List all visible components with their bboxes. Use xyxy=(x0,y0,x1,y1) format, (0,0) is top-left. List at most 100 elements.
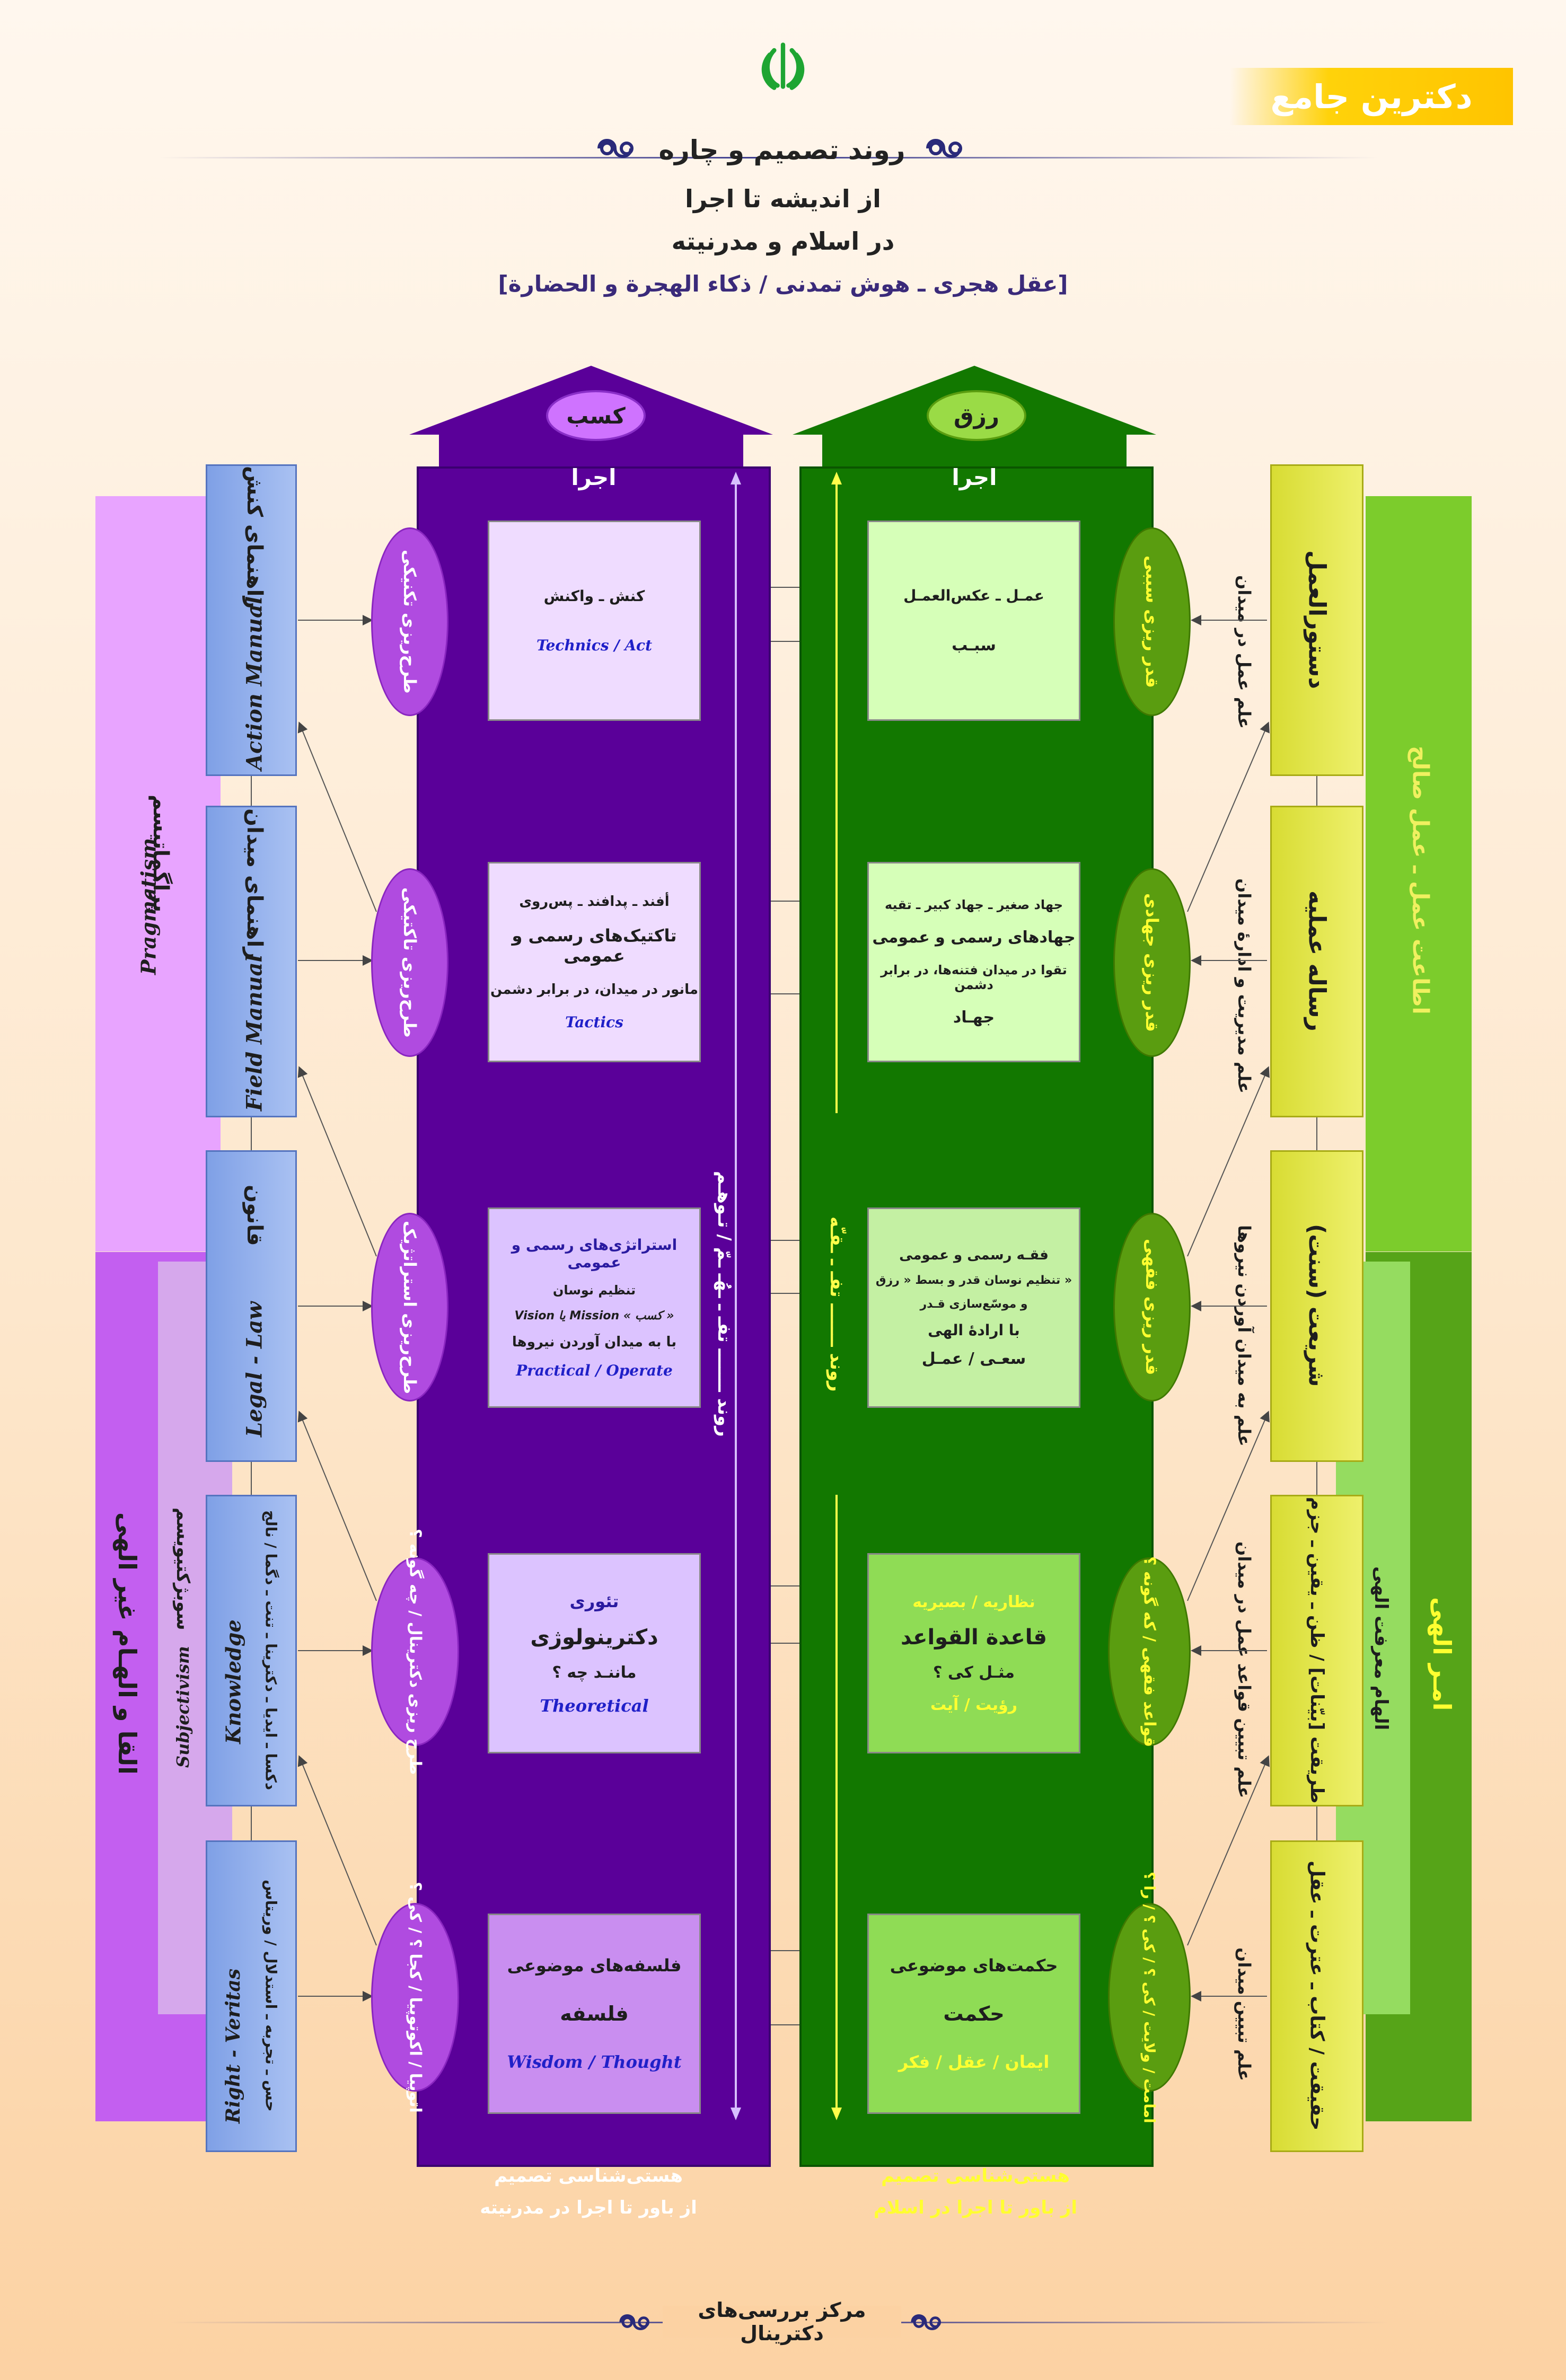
page-title: روند تصمیم و چاره xyxy=(658,135,905,165)
box-text: سبـب xyxy=(952,636,996,655)
box-text: حکمت‌های موضوعی xyxy=(890,1955,1058,1976)
left-panel-pragmatism xyxy=(95,496,221,1251)
box-en: Technics / Act xyxy=(536,637,653,654)
box-text: قاعدة القواعد xyxy=(901,1625,1047,1650)
left-roof-badge: کسب xyxy=(546,390,646,441)
box-text: با ارادۀ الهی xyxy=(928,1321,1020,1339)
box-text: جهادهای رسمی و عمومی xyxy=(872,928,1076,947)
right-exec-label: اجرا xyxy=(952,464,997,490)
subtitle-3: [عقل هجری ـ هوش تمدنی / ذکاء الهجرة و ال… xyxy=(498,270,1068,297)
right-bar-fa: دستورالعمل xyxy=(1303,550,1331,689)
box-text: جهاد صغیر ـ جهاد کبیر ـ تقیه xyxy=(884,897,1063,912)
title-rule xyxy=(159,157,1378,158)
right-box-jihad: جهاد صغیر ـ جهاد کبیر ـ تقیه جهادهای رسم… xyxy=(867,862,1080,1062)
left-roof-label: کسب xyxy=(566,402,626,429)
left-bar-field-manual: راهنمای میدان Field Manual xyxy=(206,806,297,1117)
left-ellipse-strategic: طرح‌ریزی استراتژیک xyxy=(371,1213,448,1401)
left-ellipse-utopia: اتوپیا / اکوتوپیا / کجا ؟ / کی ؟ xyxy=(371,1882,459,2113)
right-bar-shariat: شریعت (سنت) xyxy=(1270,1150,1363,1462)
right-bar-fa: طریقت [بیّنات] / ظن ـ یقین ـ جزم xyxy=(1306,1496,1327,1804)
left-bar-fa: حس ـ تجربه ـ استدلال / وریتاس xyxy=(262,1880,280,2112)
ornament-left-icon xyxy=(597,139,634,158)
box-text: و موسّع‌سازی قـدر xyxy=(920,1298,1028,1311)
left-bar-fa: راهنمای کنش xyxy=(242,466,267,609)
right-caption: علم به میدان آوردن نیروها xyxy=(1234,1225,1254,1447)
box-text: Vision یا Mission « کسب » xyxy=(514,1309,674,1323)
left-bar-fa: دکسا ـ ایدیا ـ دکترینا ـ تنت ـ دگما / نا… xyxy=(262,1510,280,1791)
left-bar-legal-law: قانون Legal - Law xyxy=(206,1150,297,1462)
box-text: تنظیم نوسان xyxy=(552,1283,636,1298)
left-box-philosophy: فلسفه‌های موضوعی فلسفه Wisdom / Thought xyxy=(488,1914,701,2114)
left-ellipse-doctrinal: طرح ریزی دکترینال / چه گونه ؟ xyxy=(371,1529,459,1775)
left-bar-action-manual: راهنمای کنش Action Manual xyxy=(206,464,297,776)
box-text: دکترینولوژی xyxy=(530,1625,658,1650)
box-text: تقوا در میدان فتنه‌ها، در برابر دشمن xyxy=(881,963,1067,992)
left-top-label: پراگماتیسم xyxy=(121,726,200,981)
right-bar-haqiqat: حقیقت / کتاب ـ عترت ـ عقل xyxy=(1270,1840,1363,2152)
brand-label: دکترین جامع xyxy=(1270,77,1473,116)
box-en: Wisdom / Thought xyxy=(507,2052,682,2072)
box-text: تنظیم نوسان قدر و بسط « رزق » xyxy=(875,1274,1072,1287)
right-arrow-label: روند ـــــــ تفـ ـ ـقـّه xyxy=(826,1113,847,1495)
footer-ornament-left-icon xyxy=(619,2314,649,2330)
left-box-technics: کنش ـ واکنش Technics / Act xyxy=(488,521,701,721)
left-arrow-label: روند ـــــــ تفـ ـ ـهُـ ـمّ / تـوهـم xyxy=(714,1113,735,1495)
footer-ornament-right-icon xyxy=(911,2314,941,2330)
right-box-fiqh: فقـه رسمی و عمومی تنظیم نوسان قدر و بسط … xyxy=(867,1207,1080,1408)
right-bar-dastoor: دستورالعمل xyxy=(1270,464,1363,776)
box-text: عمـل ـ عکس‌العمـل xyxy=(903,587,1044,604)
box-text: ایمان / عقل / فکر xyxy=(898,2052,1050,2072)
box-text: فقـه رسمی و عمومی xyxy=(899,1247,1049,1263)
left-bar-knowledge: دکسا ـ ایدیا ـ دکترینا ـ تنت ـ دگما / نا… xyxy=(206,1495,297,1806)
right-caption: علم تبیین میدان xyxy=(1234,1947,1254,2081)
brand-banner: دکترین جامع xyxy=(1230,68,1513,125)
box-text: فلسفه‌های موضوعی xyxy=(507,1955,682,1976)
box-text: نظاریه / بصیریه xyxy=(912,1592,1035,1611)
right-box-hikmat: حکمت‌های موضوعی حکمت ایمان / عقل / فکر xyxy=(867,1914,1080,2114)
box-text: استراتژی‌های رسمی و عمومی xyxy=(511,1236,678,1271)
right-bar-tariqat: طریقت [بیّنات] / ظن ـ یقین ـ جزم xyxy=(1270,1495,1363,1806)
left-box-tactics: أفند ـ پدافند ـ پس‌روی تاکتیک‌های رسمی و… xyxy=(488,862,701,1062)
left-ellipse-tactical: طرح‌ریزی تاکتیکی xyxy=(371,868,448,1057)
right-roof-badge: رزق xyxy=(927,390,1026,441)
left-bar-veritas: حس ـ تجربه ـ استدلال / وریتاس Right - Ve… xyxy=(206,1840,297,2152)
right-caption: علم عمل در میدان xyxy=(1234,575,1254,729)
left-box-strategy: استراتژی‌های رسمی و عمومی تنظیم نوسان Vi… xyxy=(488,1207,701,1408)
right-mid-label: الهام معرفت الهی xyxy=(1370,1566,1392,1731)
right-bar-fa: شریعت (سنت) xyxy=(1304,1224,1330,1387)
right-footer: هستی‌شناسی تصمیم از باور تا اجرا در اسلا… xyxy=(811,2152,1140,2232)
left-bottom-label: القا و الهـام غیر الهی xyxy=(113,1512,142,1775)
subjectivism-fa-label: سوبژکتیویسم xyxy=(172,1508,193,1630)
box-en: Tactics xyxy=(565,1013,623,1031)
right-footer-line2: از باور تا اجرا در اسلام xyxy=(874,2197,1077,2218)
box-text: فلسفه xyxy=(560,2002,629,2025)
box-text: با به میدان آوردن نیروها xyxy=(512,1334,677,1350)
iran-emblem-icon xyxy=(761,42,805,90)
right-ellipse-sababi: قدر ریزی سببی xyxy=(1113,527,1191,716)
subtitle-1: از اندیشه تا اجرا xyxy=(685,184,881,213)
box-text: رؤیت / آیت xyxy=(930,1695,1018,1714)
right-ellipse-jihadi: قدر ریزی جهادی xyxy=(1113,868,1191,1057)
box-text: سعـی / عمـل xyxy=(921,1350,1026,1368)
box-text: حکمت xyxy=(943,2002,1005,2025)
left-footer-line2: از باور تا اجرا در مدرنیته xyxy=(480,2197,697,2218)
left-box-theory: تئوری دکترینولوژی ماننـد چه ؟ Theoretica… xyxy=(488,1553,701,1753)
right-top-label: اطاعت عمل ـ عمل صالح xyxy=(1407,745,1434,1015)
box-text: أفند ـ پدافند ـ پس‌روی xyxy=(519,893,670,910)
left-footer: هستی‌شناسی تصمیم از باور تا اجرا در مدرن… xyxy=(424,2152,753,2232)
left-exec-label: اجرا xyxy=(571,464,617,490)
right-roof-label: رزق xyxy=(954,402,999,429)
box-text: مثـل کی ؟ xyxy=(933,1663,1015,1682)
box-en: Theoretical xyxy=(540,1695,649,1716)
left-bar-fa: راهنمای میدان xyxy=(242,808,267,960)
box-text: جهـاد xyxy=(953,1008,995,1027)
right-box-sabab: عمـل ـ عکس‌العمـل سبـب xyxy=(867,521,1080,721)
right-bar-fa: رساله عملیه xyxy=(1303,891,1331,1032)
ornament-right-icon xyxy=(926,139,962,158)
left-footer-line1: هستی‌شناسی تصمیم xyxy=(494,2165,683,2187)
pragmatism-fa: پراگماتیسم xyxy=(148,794,173,913)
right-bar-resale: رساله عملیه xyxy=(1270,806,1363,1117)
box-text: تاکتیک‌های رسمی و عمومی xyxy=(512,925,677,966)
right-ellipse-imamat: امامت / ولایت / کی ؟ / کی ؟ / را ؟ xyxy=(1108,1872,1191,2123)
